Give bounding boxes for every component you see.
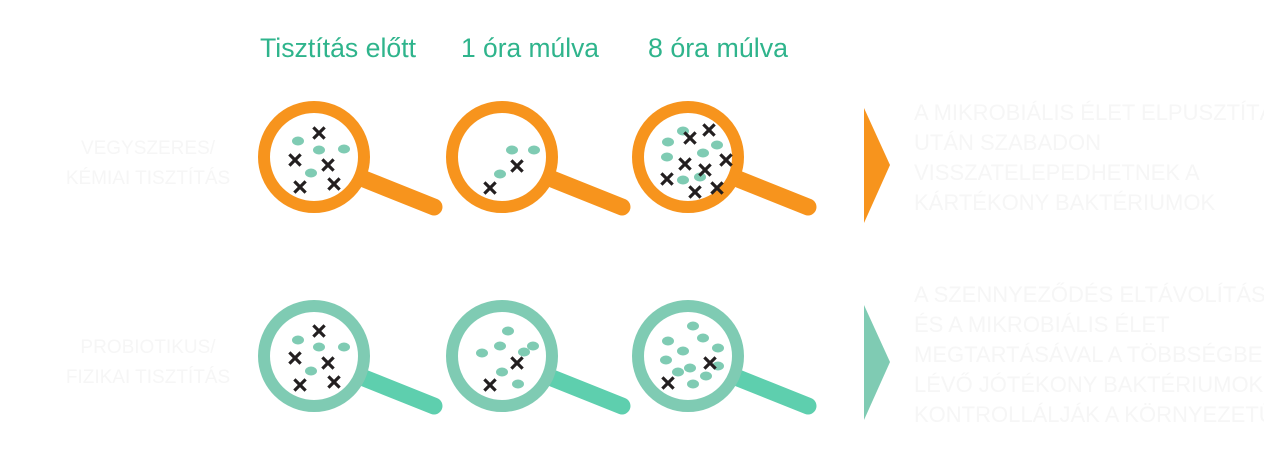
row-description: ÉS A MIKROBIÁLIS ÉLET	[914, 312, 1170, 337]
good-bacteria-dot	[697, 333, 709, 343]
good-bacteria-dot	[687, 379, 699, 389]
bad-bacteria-x-icon	[719, 153, 733, 167]
bad-bacteria-x-icon	[288, 351, 302, 365]
bad-bacteria-x-icon	[678, 157, 692, 171]
bad-bacteria-x-icon	[661, 376, 675, 390]
good-bacteria-dot	[338, 342, 350, 352]
bad-bacteria-x-icon	[293, 378, 307, 392]
bad-bacteria-x-icon	[312, 126, 326, 140]
good-bacteria-dot	[662, 137, 674, 147]
row-label: FIZIKAI TISZTÍTÁS	[66, 367, 230, 388]
magnifier-icon	[258, 101, 443, 216]
row-probiotic: PROBIOTIKUS/FIZIKAI TISZTÍTÁS A SZENNYEZŐ…	[66, 282, 1264, 427]
bad-bacteria-x-icon	[698, 163, 712, 177]
column-header: 1 óra múlva	[461, 33, 600, 63]
magnifier-icon	[632, 101, 817, 216]
good-bacteria-dot	[660, 355, 672, 365]
bad-bacteria-x-icon	[510, 159, 524, 173]
good-bacteria-dot	[694, 172, 706, 182]
row-label: KÉMIAI TISZTÍTÁS	[66, 168, 230, 189]
bad-bacteria-x-icon	[321, 356, 335, 370]
row-label: PROBIOTIKUS/	[80, 337, 216, 358]
column-header: 8 óra múlva	[648, 33, 789, 63]
good-bacteria-dot	[684, 363, 696, 373]
good-bacteria-dot	[672, 367, 684, 377]
good-bacteria-dot	[494, 169, 506, 179]
good-bacteria-dot	[305, 168, 317, 178]
magnifier-handle	[543, 369, 631, 415]
magnifier-icon	[258, 300, 443, 415]
good-bacteria-dot	[697, 148, 709, 158]
good-bacteria-dot	[528, 145, 540, 155]
good-bacteria-dot	[496, 367, 508, 377]
bad-bacteria-x-icon	[702, 123, 716, 137]
good-bacteria-dot	[512, 379, 524, 389]
bad-bacteria-x-icon	[312, 324, 326, 338]
good-bacteria-dot	[502, 326, 514, 336]
row-description: LÉVŐ JÓTÉKONY BAKTÉRIUMOK	[914, 372, 1264, 397]
bad-bacteria-x-icon	[688, 185, 702, 199]
row-description: KÁRTÉKONY BAKTÉRIUMOK	[914, 190, 1215, 215]
bad-bacteria-x-icon	[288, 153, 302, 167]
bad-bacteria-x-icon	[327, 375, 341, 389]
row-description: A SZENNYEZŐDÉS ELTÁVOLÍTÁSÁVAL	[914, 282, 1264, 307]
good-bacteria-dot	[292, 136, 304, 146]
good-bacteria-dot	[700, 371, 712, 381]
good-bacteria-dot	[712, 343, 724, 353]
magnifier-handle	[729, 170, 817, 216]
good-bacteria-dot	[677, 175, 689, 185]
magnifier-ring	[446, 300, 558, 412]
bad-bacteria-x-icon	[510, 356, 524, 370]
row-description: A MIKROBIÁLIS ÉLET ELPUSZTÍTÁSA	[914, 100, 1264, 125]
good-bacteria-dot	[662, 336, 674, 346]
good-bacteria-dot	[687, 321, 699, 331]
magnifier-handle	[355, 170, 443, 216]
good-bacteria-dot	[338, 144, 350, 154]
column-header: Tisztítás előtt	[260, 33, 416, 63]
bad-bacteria-x-icon	[703, 356, 717, 370]
good-bacteria-dot	[305, 366, 317, 376]
magnifier-handle	[355, 369, 443, 415]
good-bacteria-dot	[476, 348, 488, 358]
magnifier-ring	[446, 101, 558, 213]
good-bacteria-dot	[661, 152, 673, 162]
row-description: VISSZATELEPEDHETNEK A	[914, 160, 1200, 185]
magnifier-ring	[632, 300, 744, 412]
bad-bacteria-x-icon	[321, 158, 335, 172]
good-bacteria-dot	[506, 145, 518, 155]
row-label: VEGYSZERES/	[81, 138, 216, 159]
row-description: UTÁN SZABADON	[914, 130, 1101, 155]
bad-bacteria-x-icon	[483, 181, 497, 195]
good-bacteria-dot	[518, 347, 530, 357]
good-bacteria-dot	[292, 335, 304, 345]
bad-bacteria-x-icon	[483, 378, 497, 392]
magnifier-ring	[258, 101, 370, 213]
magnifier-handle	[729, 369, 817, 415]
row-chemical: VEGYSZERES/KÉMIAI TISZTÍTÁS A MIKROBIÁLIS…	[66, 100, 1264, 223]
arrow-right-icon	[864, 108, 890, 223]
bad-bacteria-x-icon	[683, 131, 697, 145]
good-bacteria-dot	[711, 140, 723, 150]
magnifier-icon	[446, 300, 631, 415]
row-description: MEGTARTÁSÁVAL A TÖBBSÉGBEN	[914, 342, 1264, 367]
magnifier-ring	[258, 300, 370, 412]
good-bacteria-dot	[313, 145, 325, 155]
bad-bacteria-x-icon	[660, 172, 674, 186]
magnifier-handle	[543, 170, 631, 216]
good-bacteria-dot	[494, 341, 506, 351]
good-bacteria-dot	[677, 346, 689, 356]
good-bacteria-dot	[527, 341, 539, 351]
bad-bacteria-x-icon	[327, 177, 341, 191]
arrow-right-icon	[864, 305, 890, 420]
good-bacteria-dot	[313, 342, 325, 352]
magnifier-icon	[446, 101, 631, 216]
bad-bacteria-x-icon	[710, 181, 724, 195]
magnifier-icon	[632, 300, 817, 415]
bad-bacteria-x-icon	[293, 180, 307, 194]
row-description: KONTROLLÁLJÁK A KÖRNYEZETÜKET	[914, 402, 1264, 427]
